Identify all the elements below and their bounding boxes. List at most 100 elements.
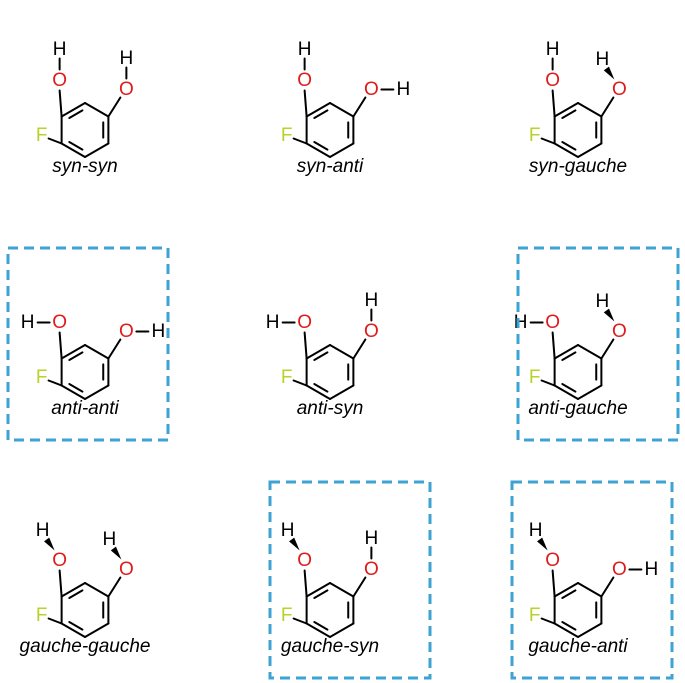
wedge-bond — [603, 308, 615, 322]
hydrogen-atom: H — [103, 529, 117, 550]
ring-bond — [577, 142, 603, 158]
oxygen-atom: O — [612, 321, 627, 342]
oxygen-atom: O — [545, 70, 560, 91]
ring-bond — [553, 142, 579, 158]
highlight-box — [268, 480, 432, 680]
ring-bond — [84, 102, 110, 118]
hydrogen-atom: H — [645, 559, 659, 580]
hydrogen-atom: H — [281, 520, 295, 541]
hydrogen-atom: H — [546, 39, 560, 60]
ring-bond — [329, 102, 355, 118]
conformer-label: syn-gauche — [529, 156, 627, 177]
c-o-bond — [600, 96, 615, 118]
ring-bond — [305, 582, 331, 598]
ring-double-bond — [68, 141, 84, 151]
oxygen-atom: O — [52, 550, 67, 571]
oxygen-atom: O — [364, 321, 379, 342]
ring-bond — [553, 384, 579, 400]
ring-double-bond — [313, 383, 329, 393]
c-o-bond — [600, 576, 615, 598]
hydrogen-atom: H — [365, 528, 379, 549]
ring-double-bond — [561, 141, 577, 151]
ring-bond — [84, 622, 110, 638]
ring-double-bond — [68, 383, 84, 393]
oxygen-atom: O — [119, 559, 134, 580]
oxygen-atom: O — [297, 70, 312, 91]
ring-bond — [329, 622, 355, 638]
ring-bond — [553, 582, 579, 598]
wedge-bond — [603, 66, 615, 80]
hydrogen-atom: H — [21, 312, 35, 333]
ring-double-bond — [313, 621, 329, 631]
c-f-bond — [47, 617, 63, 625]
hydrogen-atom: H — [266, 312, 280, 333]
conformer-label: syn-anti — [297, 156, 364, 177]
c-o-bond — [58, 89, 63, 118]
ring-bond — [305, 102, 331, 118]
wedge-bond — [44, 537, 55, 551]
c-f-bond — [47, 137, 63, 145]
ring-double-bond — [313, 141, 329, 151]
ring-bond — [329, 344, 355, 360]
hydrogen-atom: H — [596, 291, 610, 312]
oxygen-atom: O — [119, 321, 134, 342]
ring-bond — [84, 582, 110, 598]
conformer-label: gauche-gauche — [20, 636, 151, 657]
ring-bond — [553, 102, 579, 118]
hydrogen-atom: H — [298, 39, 312, 60]
conformer-label: anti-syn — [297, 398, 364, 419]
fluorine-atom: F — [36, 605, 48, 626]
fluorine-atom: F — [281, 367, 293, 388]
oxygen-atom: O — [52, 70, 67, 91]
wedge-bond — [110, 546, 122, 560]
ring-bond — [577, 344, 603, 360]
c-o-bond — [107, 338, 122, 360]
ring-bond — [305, 142, 331, 158]
oxygen-atom: O — [545, 312, 560, 333]
wedge-bond — [537, 537, 548, 551]
fluorine-atom: F — [529, 367, 541, 388]
fluorine-atom: F — [36, 125, 48, 146]
c-o-bond — [551, 331, 556, 360]
ring-bond — [60, 384, 86, 400]
hydrogen-atom: H — [529, 520, 543, 541]
oxygen-atom: O — [52, 312, 67, 333]
fluorine-atom: F — [281, 605, 293, 626]
ring-bond — [60, 344, 86, 360]
conformer-label: gauche-anti — [528, 636, 628, 657]
c-o-bond — [58, 569, 63, 598]
c-f-bond — [540, 137, 556, 145]
c-o-bond — [551, 89, 556, 118]
c-f-bond — [540, 617, 556, 625]
fluorine-atom: F — [281, 125, 293, 146]
ring-bond — [60, 102, 86, 118]
hydrogen-atom: H — [120, 48, 134, 69]
ring-double-bond — [561, 351, 577, 361]
conformer-label: anti-anti — [51, 398, 119, 419]
highlight-box — [510, 480, 674, 680]
hydrogen-atom: H — [152, 321, 166, 342]
ring-bond — [305, 344, 331, 360]
conformer-label: gauche-syn — [281, 636, 379, 657]
oxygen-atom: O — [297, 312, 312, 333]
c-o-bond — [551, 569, 556, 598]
c-f-bond — [292, 617, 308, 625]
hydrogen-atom: H — [596, 49, 610, 70]
ring-bond — [60, 622, 86, 638]
ring-double-bond — [313, 109, 329, 119]
oxygen-atom: O — [545, 550, 560, 571]
ring-bond — [329, 384, 355, 400]
ring-bond — [553, 344, 579, 360]
fluorine-atom: F — [529, 125, 541, 146]
fluorine-atom: F — [36, 367, 48, 388]
oxygen-atom: O — [119, 79, 134, 100]
ring-bond — [305, 622, 331, 638]
ring-bond — [553, 622, 579, 638]
ring-bond — [84, 344, 110, 360]
c-o-bond — [107, 96, 122, 118]
ring-double-bond — [313, 351, 329, 361]
ring-bond — [60, 582, 86, 598]
